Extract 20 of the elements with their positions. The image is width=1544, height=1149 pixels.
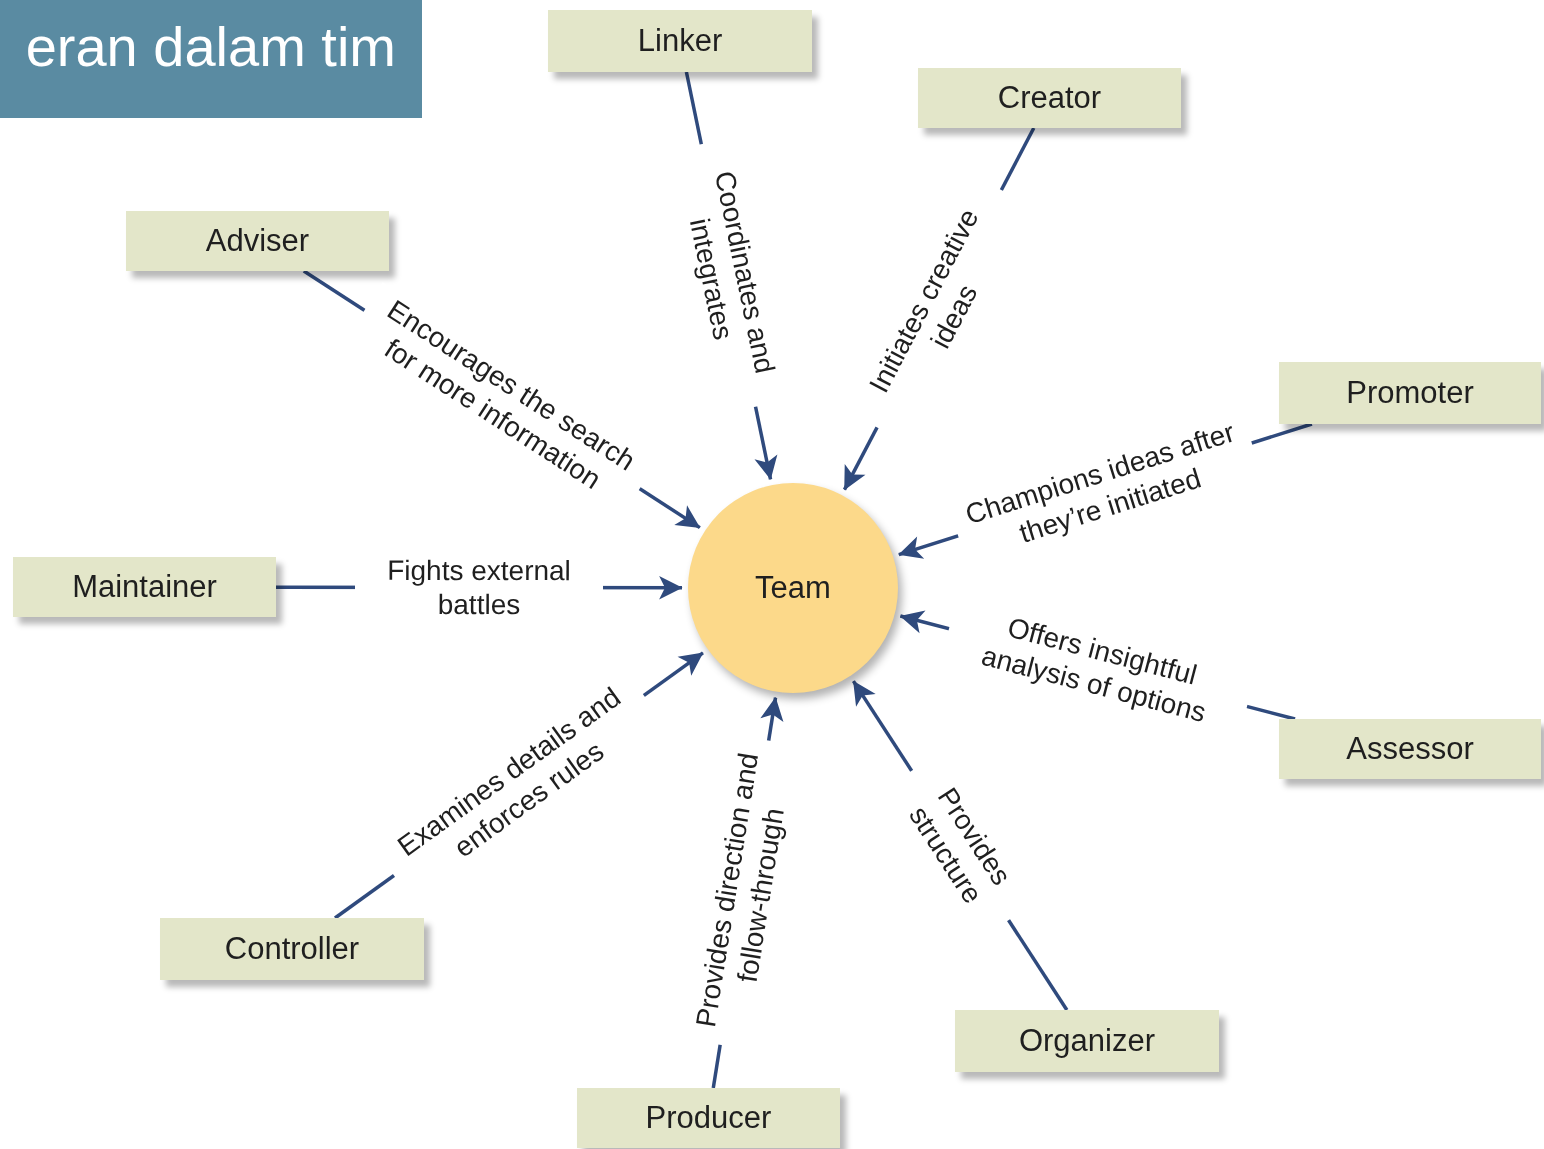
role-box (13, 557, 276, 617)
role-box (955, 1010, 1219, 1072)
role-box (1279, 362, 1541, 424)
role-box (1279, 719, 1541, 779)
role-box (126, 211, 389, 271)
node-label: Linker (637, 23, 723, 59)
node-label: Producer (645, 1100, 772, 1136)
node-label: Maintainer (72, 569, 217, 605)
role-box (577, 1088, 840, 1148)
role-box (548, 10, 812, 72)
title-banner: eran dalam tim (0, 0, 422, 118)
node-label: Controller (224, 931, 360, 967)
node-label: Organizer (1018, 1023, 1156, 1059)
node-label: Assessor (1346, 731, 1474, 767)
node-label: Creator (997, 80, 1102, 116)
node-label: Adviser (205, 223, 310, 259)
node-label: Team (755, 570, 831, 606)
node-label: Promoter (1346, 375, 1474, 411)
role-box (918, 68, 1181, 128)
role-box (160, 918, 424, 980)
